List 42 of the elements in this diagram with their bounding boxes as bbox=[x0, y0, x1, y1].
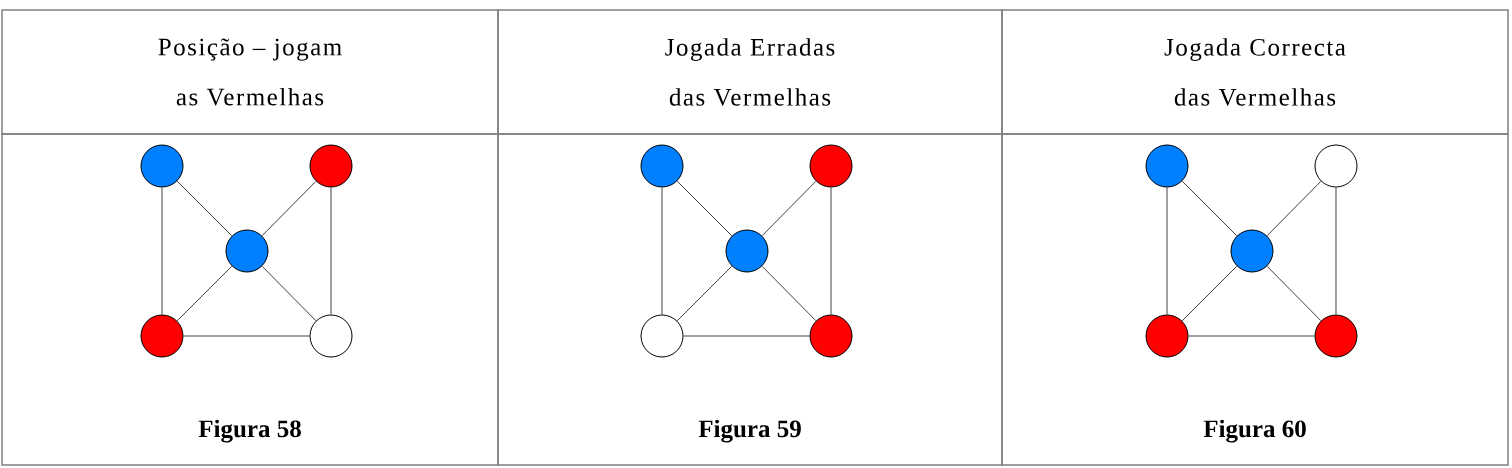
connector-line bbox=[1181, 180, 1238, 237]
game-piece bbox=[1314, 144, 1358, 188]
connector-line bbox=[176, 265, 233, 322]
connector-line bbox=[676, 180, 733, 237]
table-cell: Figura 60 bbox=[1001, 133, 1509, 466]
table-header-cell: Posição – jogam as Vermelhas bbox=[1, 9, 499, 135]
connector-line bbox=[1266, 180, 1322, 237]
connector-line bbox=[661, 187, 663, 315]
table-header-cell: Jogada Correcta das Vermelhas bbox=[1001, 9, 1509, 135]
game-piece bbox=[725, 229, 769, 273]
connector-line bbox=[176, 180, 233, 237]
table-header-cell: Jogada Erradas das Vermelhas bbox=[497, 9, 1003, 135]
table-cell: Figura 59 bbox=[497, 133, 1003, 466]
connector-line bbox=[761, 265, 817, 322]
game-piece bbox=[309, 144, 353, 188]
connector-line bbox=[1188, 335, 1315, 337]
game-piece bbox=[225, 229, 269, 273]
connector-line bbox=[1181, 265, 1238, 322]
game-piece bbox=[140, 314, 184, 358]
connector-line bbox=[261, 265, 317, 322]
game-piece bbox=[1145, 144, 1189, 188]
game-piece bbox=[809, 144, 853, 188]
connector-line bbox=[761, 180, 817, 237]
connector-line bbox=[261, 180, 317, 237]
game-piece bbox=[640, 144, 684, 188]
connector-line bbox=[683, 335, 810, 337]
game-piece bbox=[640, 314, 684, 358]
game-piece bbox=[140, 144, 184, 188]
game-piece bbox=[1145, 314, 1189, 358]
connector-line bbox=[1166, 187, 1168, 315]
connector-line bbox=[830, 187, 832, 315]
connector-line bbox=[1266, 265, 1322, 322]
connector-line bbox=[183, 335, 310, 337]
connector-line bbox=[1335, 187, 1337, 315]
table-cell: Figura 58 bbox=[1, 133, 499, 466]
game-piece bbox=[1230, 229, 1274, 273]
connector-line bbox=[676, 265, 733, 322]
game-piece bbox=[309, 314, 353, 358]
game-piece bbox=[809, 314, 853, 358]
connector-line bbox=[330, 187, 332, 315]
connector-line bbox=[161, 187, 163, 315]
game-piece bbox=[1314, 314, 1358, 358]
